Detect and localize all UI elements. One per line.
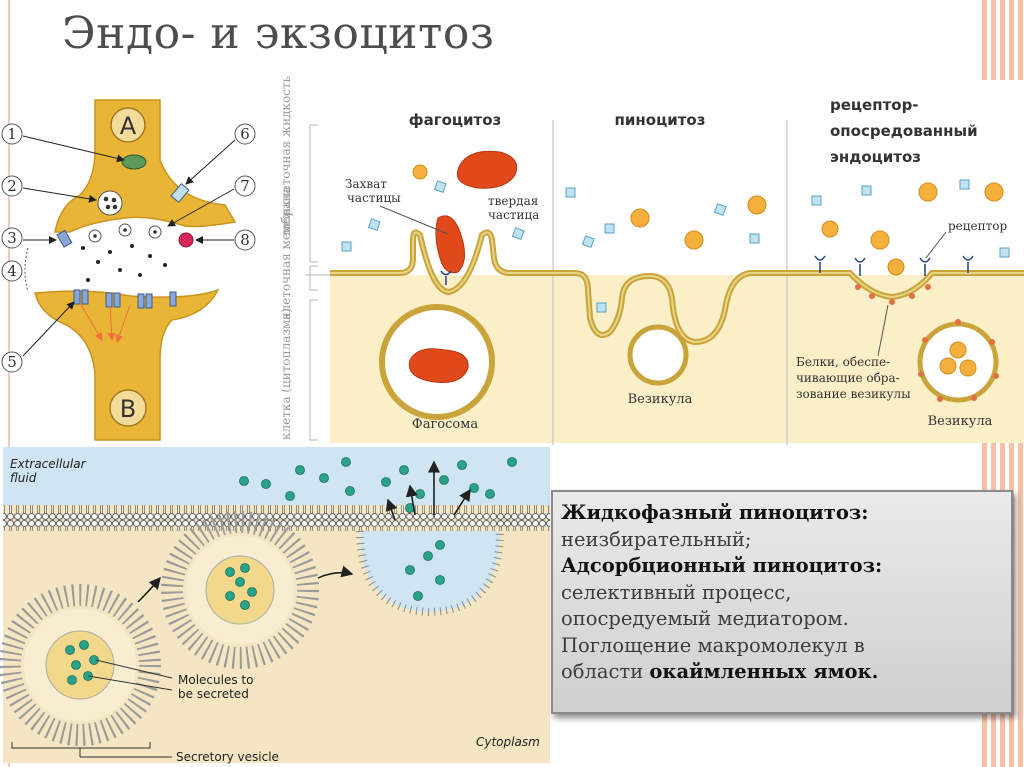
mitochondrion bbox=[121, 154, 147, 170]
info-line-4: селективный процесс, bbox=[561, 580, 792, 604]
cytoplasm-label: Cytoplasm bbox=[476, 735, 540, 749]
callout-3: 3 bbox=[7, 229, 17, 247]
autoreceptor bbox=[170, 182, 190, 204]
info-line-3: Адсорбционный пиноцитоз: bbox=[561, 553, 1001, 580]
secretory-vesicle-fusing bbox=[161, 511, 319, 669]
info-box: Жидкофазный пиноцитоз: неизбирательный; … bbox=[551, 490, 1013, 714]
ligand-dot bbox=[178, 232, 194, 248]
solid-label-2: частица bbox=[488, 208, 539, 222]
info-line-7-prefix: области bbox=[561, 660, 644, 683]
blue-particles bbox=[341, 179, 1010, 360]
callout-8: 8 bbox=[240, 231, 250, 249]
extracellular-fluid-area bbox=[3, 447, 550, 505]
rme-title-line1: рецептор- bbox=[830, 96, 919, 114]
receptors bbox=[440, 255, 974, 285]
neuron-a-label: A bbox=[120, 112, 137, 140]
rme-title-line2: опосредованный bbox=[830, 122, 978, 140]
callout-5: 5 bbox=[7, 353, 17, 371]
proteins-label-2: чивающие обра- bbox=[796, 371, 900, 385]
neuron-a-circle bbox=[110, 107, 146, 143]
info-line-2: неизбирательный; bbox=[561, 527, 752, 551]
info-line-5: опосредуемый медиатором. bbox=[561, 607, 849, 630]
molecules-label-1: Molecules to bbox=[178, 673, 253, 687]
coated-pits-term: окаймленных ямок. bbox=[649, 660, 879, 683]
phagosome-label: Фагосома bbox=[412, 417, 478, 432]
callout-1: 1 bbox=[7, 125, 17, 143]
vesicle-cluster bbox=[97, 190, 123, 216]
neuron-b-label: B bbox=[120, 395, 136, 423]
secretory-vesicle bbox=[0, 584, 161, 746]
postsynaptic-neuron bbox=[34, 288, 220, 441]
info-line-6: Поглощение макромолекул в bbox=[561, 633, 865, 657]
info-line-7: области окаймленных ямок. bbox=[561, 659, 1001, 686]
proteins-label-1: Белки, обеспе- bbox=[796, 355, 890, 369]
callout-7: 7 bbox=[240, 177, 250, 195]
capture-label-2: частицы bbox=[347, 191, 401, 205]
side-label-fluid: межклеточная жидкость bbox=[279, 75, 293, 235]
pinocytosis-title: пиноцитоз bbox=[615, 111, 706, 129]
proteins-label-3: зование везикулы bbox=[796, 387, 911, 401]
extracellular-label-1: Extracellular bbox=[10, 457, 87, 471]
presynaptic-neuron bbox=[54, 99, 237, 233]
left-decor-line bbox=[8, 0, 10, 767]
slide-title: Эндо- и экзоцитоз bbox=[62, 8, 495, 59]
clathrin-proteins bbox=[855, 284, 931, 305]
synapse-callouts: 1 2 3 4 5 6 7 8 bbox=[1, 123, 256, 373]
orange-particles bbox=[412, 164, 1004, 276]
rme-vesicle-label: Везикула bbox=[928, 414, 993, 429]
side-label-membrane: клеточная мембрана bbox=[279, 186, 293, 320]
right-decor-stripes bbox=[982, 0, 1024, 80]
captured-particle bbox=[435, 215, 465, 274]
solid-label-1: твердая bbox=[488, 194, 538, 208]
phagocytosis-title: фагоцитоз bbox=[409, 111, 502, 129]
neuron-b-circle bbox=[109, 389, 147, 427]
side-labels: межклеточная жидкость клеточная мембрана… bbox=[279, 75, 293, 440]
callout-4: 4 bbox=[7, 262, 17, 280]
reuptake-transporter bbox=[56, 229, 73, 248]
extracellular-label-2: fluid bbox=[10, 471, 37, 485]
synapse-diagram: A B 1 2 3 bbox=[1, 99, 256, 441]
postsynaptic-receptors bbox=[73, 289, 177, 309]
side-label-cell: клетка (цитоплазма) bbox=[279, 308, 293, 440]
neurotransmitter-dots bbox=[81, 244, 167, 282]
fusing-pocket bbox=[356, 530, 504, 617]
pino-vesicle-label: Везикула bbox=[628, 392, 693, 407]
secretory-vesicle-label: Secretory vesicle bbox=[176, 750, 279, 764]
teal-molecules bbox=[65, 457, 517, 685]
endocytosis-diagram: межклеточная жидкость клеточная мембрана… bbox=[279, 75, 1024, 445]
capture-label-1: Захват bbox=[345, 177, 387, 191]
callout-6: 6 bbox=[240, 125, 250, 143]
molecules-label-2: be secreted bbox=[178, 687, 249, 701]
exocytosis-diagram: Extracellular fluid Molecules to be secr… bbox=[0, 447, 550, 764]
receptor-label: рецептор bbox=[948, 219, 1007, 233]
solid-particle-free bbox=[456, 150, 518, 189]
rme-vesicle bbox=[917, 321, 999, 403]
phagosome-particle bbox=[408, 348, 469, 383]
callout-2: 2 bbox=[7, 177, 17, 195]
adsorption-term: Адсорбционный пиноцитоз: bbox=[561, 554, 883, 577]
info-line-1: Жидкофазный пиноцитоз: bbox=[561, 500, 1001, 527]
pinocytosis-vesicle bbox=[627, 324, 689, 386]
rme-title-line3: эндоцитоз bbox=[830, 148, 921, 166]
fluid-phase-term: Жидкофазный пиноцитоз: bbox=[561, 501, 869, 524]
